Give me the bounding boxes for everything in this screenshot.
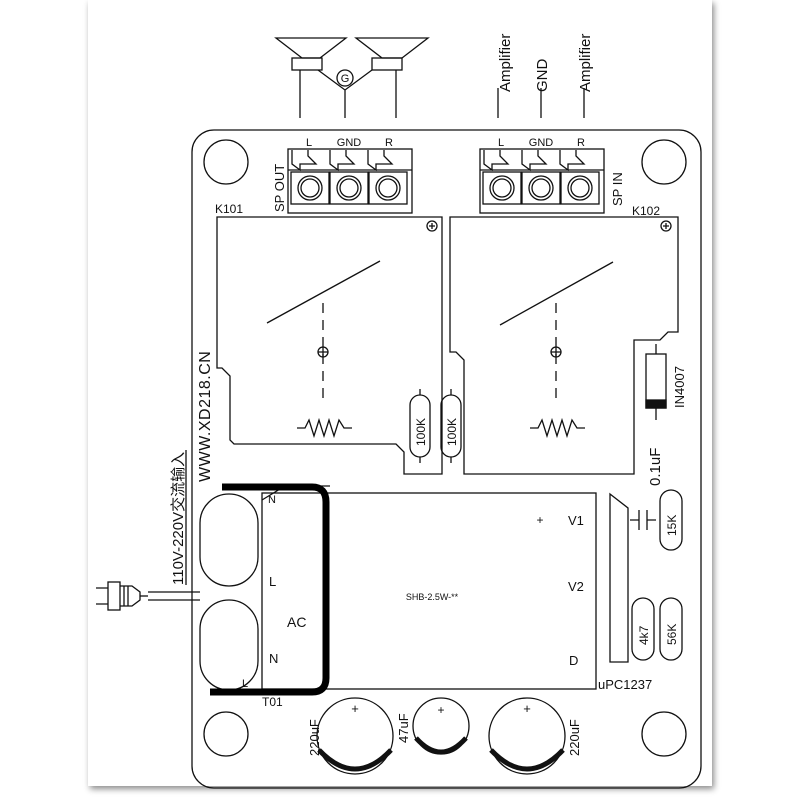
module-v1: V1 — [568, 513, 584, 528]
speaker-wires — [299, 69, 397, 118]
website-label: WWW.XD218.CN — [197, 351, 214, 482]
amp-right-label: Amplifier — [577, 34, 594, 92]
capacitor-0.1uf — [630, 510, 656, 530]
cap-220uf-right — [488, 697, 566, 775]
relay-k101-outline — [216, 216, 443, 475]
relay-k102-label: K102 — [632, 204, 660, 218]
resistor-56k — [659, 597, 683, 661]
sp-in-pin-l: L — [498, 137, 504, 149]
sp-out-pin-r: R — [385, 137, 393, 149]
sp-out-label: SP OUT — [272, 164, 287, 212]
diode-in4007 — [645, 344, 667, 420]
relay-screw-right — [660, 220, 672, 232]
amp-left-label: Amplifier — [497, 34, 514, 92]
cap-220uf-right-polarity: + — [523, 701, 531, 716]
resistor-4k7-label: 4k7 — [637, 625, 651, 645]
terminal-block-sp-in — [479, 148, 605, 214]
cap-220uf-right-label: 220uF — [567, 719, 582, 756]
speaker-left-icon — [274, 37, 348, 71]
ac-ref-label: T01 — [262, 695, 283, 709]
module-name: SHB-2.5W-** — [406, 592, 459, 602]
ic-label: uPC1237 — [598, 677, 652, 692]
relay-k102-outline — [449, 216, 679, 475]
module-d: D — [569, 653, 578, 668]
mount-hole-tr — [641, 139, 687, 185]
relay-screw-left — [426, 220, 438, 232]
cap-47uf-label: 47uF — [396, 713, 411, 743]
cap-47uf — [412, 697, 470, 755]
ac-label: AC — [287, 614, 306, 630]
ground-symbol-label: G — [341, 73, 350, 85]
relay-k101-label: K101 — [215, 202, 243, 216]
ac-pin-n-top: N — [268, 494, 276, 506]
mount-hole-br — [641, 711, 687, 757]
sp-out-pin-gnd: GND — [337, 137, 362, 149]
ac-pin-l-bottom: L — [242, 678, 248, 690]
module-plus: + — [536, 513, 543, 527]
ground-node-circle — [336, 69, 354, 87]
resistor-100k-2 — [440, 389, 462, 463]
amp-gnd-label: GND — [534, 59, 551, 93]
resistor-100k-2-label: 100K — [445, 418, 459, 446]
diode-label: IN4007 — [672, 366, 687, 408]
pcb-board — [191, 129, 702, 789]
cap-220uf-left-label: 220uF — [307, 719, 322, 756]
resistor-15k-label: 15K — [665, 515, 679, 536]
amplifier-wires — [497, 88, 585, 118]
ac-jumper-wire — [210, 483, 330, 696]
resistor-15k — [659, 489, 683, 551]
ac-terminal-block — [199, 485, 330, 691]
capacitor-small-label: 0.1uF — [647, 448, 664, 486]
sp-in-label: SP IN — [610, 172, 625, 206]
ac-pin-n: N — [269, 651, 278, 666]
power-input-label: 110V-220V交流输入 — [169, 452, 187, 585]
mount-hole-tl — [203, 139, 249, 185]
power-plug-icon — [96, 581, 148, 611]
power-module-box — [261, 492, 597, 690]
mount-hole-bl — [203, 711, 249, 757]
resistor-100k-1-label: 100K — [414, 418, 428, 446]
sp-in-pin-gnd: GND — [529, 137, 554, 149]
cap-47uf-polarity: + — [437, 703, 444, 717]
relay-switch-symbol-left — [266, 260, 381, 439]
resistor-56k-label: 56K — [665, 624, 679, 645]
module-v2: V2 — [568, 579, 584, 594]
terminal-block-sp-out — [287, 148, 413, 214]
speaker-right-icon — [354, 37, 430, 71]
sp-out-pin-l: L — [306, 137, 312, 149]
relay-switch-symbol-right — [499, 261, 614, 439]
cap-220uf-left — [316, 697, 394, 775]
cap-220uf-left-polarity: + — [351, 701, 359, 716]
ac-pin-l: L — [269, 574, 276, 589]
sp-in-pin-r: R — [577, 137, 585, 149]
resistor-100k-1 — [409, 389, 431, 463]
power-cable — [148, 591, 200, 601]
ic-upc1237-outline — [609, 492, 629, 663]
resistor-4k7 — [631, 597, 655, 661]
